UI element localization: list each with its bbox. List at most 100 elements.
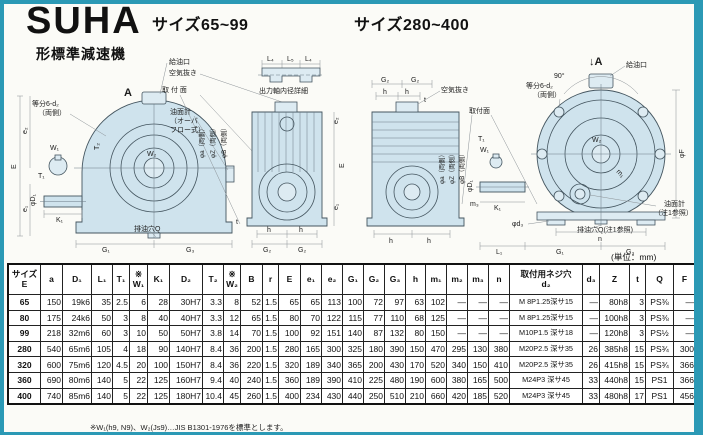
- value-cell: 470: [425, 340, 447, 358]
- value-cell: 140: [342, 325, 364, 342]
- dim-phi-a2: φa（両側）: [438, 151, 446, 184]
- view-a-label: A: [124, 87, 132, 99]
- value-cell: 366: [673, 371, 694, 389]
- value-cell: 660: [425, 387, 447, 405]
- value-cell: 190: [405, 371, 426, 389]
- col-header-1: a: [40, 263, 63, 295]
- value-cell: 220: [240, 356, 263, 373]
- value-cell: 20: [129, 356, 148, 373]
- value-cell: 280: [278, 340, 301, 358]
- value-cell: 152: [696, 357, 703, 373]
- dim-k1-2: K₁: [494, 205, 502, 212]
- size-cell: 65: [7, 294, 41, 311]
- value-cell: 540: [40, 340, 63, 358]
- unit-note: (単位：mm): [611, 252, 657, 262]
- dim-k1: K₁: [56, 217, 64, 224]
- value-cell: 390: [321, 371, 343, 389]
- value-cell: 440: [342, 387, 364, 405]
- bore-detail-label: 出力軸内径詳細: [259, 86, 308, 95]
- dim-e1-side: e₁: [333, 203, 340, 210]
- value-cell: —: [582, 325, 600, 342]
- dim-phi-b: φB（両側）: [220, 125, 228, 158]
- size-range-label-large: サイズ280~400: [354, 17, 470, 34]
- value-cell: 5: [112, 371, 130, 389]
- col-header-9: ※ W₂: [223, 263, 241, 295]
- value-cell: M 8P1.25深サ15: [509, 309, 583, 327]
- value-cell: M20P2.5 深サ35: [509, 356, 583, 373]
- value-cell: 8.4: [202, 340, 224, 358]
- value-cell: 87: [363, 325, 385, 342]
- col-header-7: D₂: [169, 263, 203, 295]
- dim-hb: h: [405, 89, 409, 96]
- col-header-3: L₁: [91, 263, 113, 295]
- value-cell: 130: [467, 340, 489, 358]
- value-cell: 110: [384, 309, 406, 327]
- value-cell: 3: [629, 294, 646, 311]
- col-header-12: E: [278, 263, 301, 295]
- value-cell: —: [446, 309, 468, 327]
- value-cell: 60: [91, 325, 113, 342]
- value-cell: 36: [223, 340, 241, 358]
- value-cell: —: [582, 294, 600, 311]
- value-cell: 120: [91, 356, 113, 373]
- value-cell: 260: [240, 387, 263, 405]
- value-cell: 9.4: [202, 371, 224, 389]
- dim-phi-z2: φZ（両側）: [448, 151, 456, 184]
- value-cell: 14: [223, 325, 241, 342]
- value-cell: 380: [446, 371, 468, 389]
- value-cell: 140: [91, 387, 113, 405]
- air-vent-label-2: 空気抜き: [441, 85, 469, 94]
- brand-logo: SUHA: [26, 0, 142, 42]
- oil-inlet-label: 給油口: [169, 57, 190, 66]
- col-header-23: 取付用ネジ穴 d₂: [509, 263, 583, 295]
- value-cell: 1.5: [262, 309, 279, 327]
- dim-l4-left: L₄: [267, 56, 274, 63]
- value-cell: 50: [91, 309, 113, 327]
- dim-e-side: E: [339, 163, 346, 168]
- col-header-16: G₂: [363, 263, 385, 295]
- value-cell: 520: [425, 356, 447, 373]
- col-header-6: K₁: [147, 263, 170, 295]
- value-cell: 125: [147, 387, 170, 405]
- value-cell: 140: [91, 371, 113, 389]
- value-cell: 600: [425, 371, 447, 389]
- value-cell: 15: [629, 356, 646, 373]
- dim-g3-2: G₃: [626, 249, 634, 256]
- oil-gauge-label-3: フロー式）: [170, 125, 205, 134]
- value-cell: 15: [629, 340, 646, 358]
- value-cell: 28: [147, 294, 170, 311]
- col-header-28: F: [673, 263, 694, 295]
- dim-t-base: t: [236, 219, 238, 226]
- value-cell: 8: [129, 309, 148, 327]
- value-cell: 200: [240, 340, 263, 358]
- dim-e2-side: e₂: [333, 117, 340, 124]
- value-cell: 690: [40, 371, 63, 389]
- mounting-face-label: 取 付 面: [162, 85, 187, 94]
- col-header-26: t: [629, 263, 646, 295]
- value-cell: —: [467, 325, 489, 342]
- value-cell: 31: [696, 295, 703, 311]
- dim-phi-f: φF: [679, 149, 686, 158]
- value-cell: —: [467, 294, 489, 311]
- value-cell: 150: [467, 356, 489, 373]
- view-a-label-2: ↓A: [589, 56, 603, 68]
- value-cell: 132: [384, 325, 406, 342]
- value-cell: 740: [40, 387, 63, 405]
- dim-phi-a: φa（両側）: [198, 125, 206, 158]
- value-cell: 150: [425, 325, 447, 342]
- equally-spaced-holes-label2: （両側）: [38, 108, 66, 117]
- dim-hd: h: [427, 238, 431, 245]
- value-cell: 142: [696, 341, 703, 357]
- value-cell: 366: [673, 356, 694, 373]
- value-cell: 40: [223, 371, 241, 389]
- value-cell: 26: [582, 356, 600, 373]
- value-cell: 430: [384, 356, 406, 373]
- value-cell: 80h8: [599, 294, 630, 311]
- value-cell: 33: [582, 387, 600, 405]
- value-cell: 4.5: [112, 356, 130, 373]
